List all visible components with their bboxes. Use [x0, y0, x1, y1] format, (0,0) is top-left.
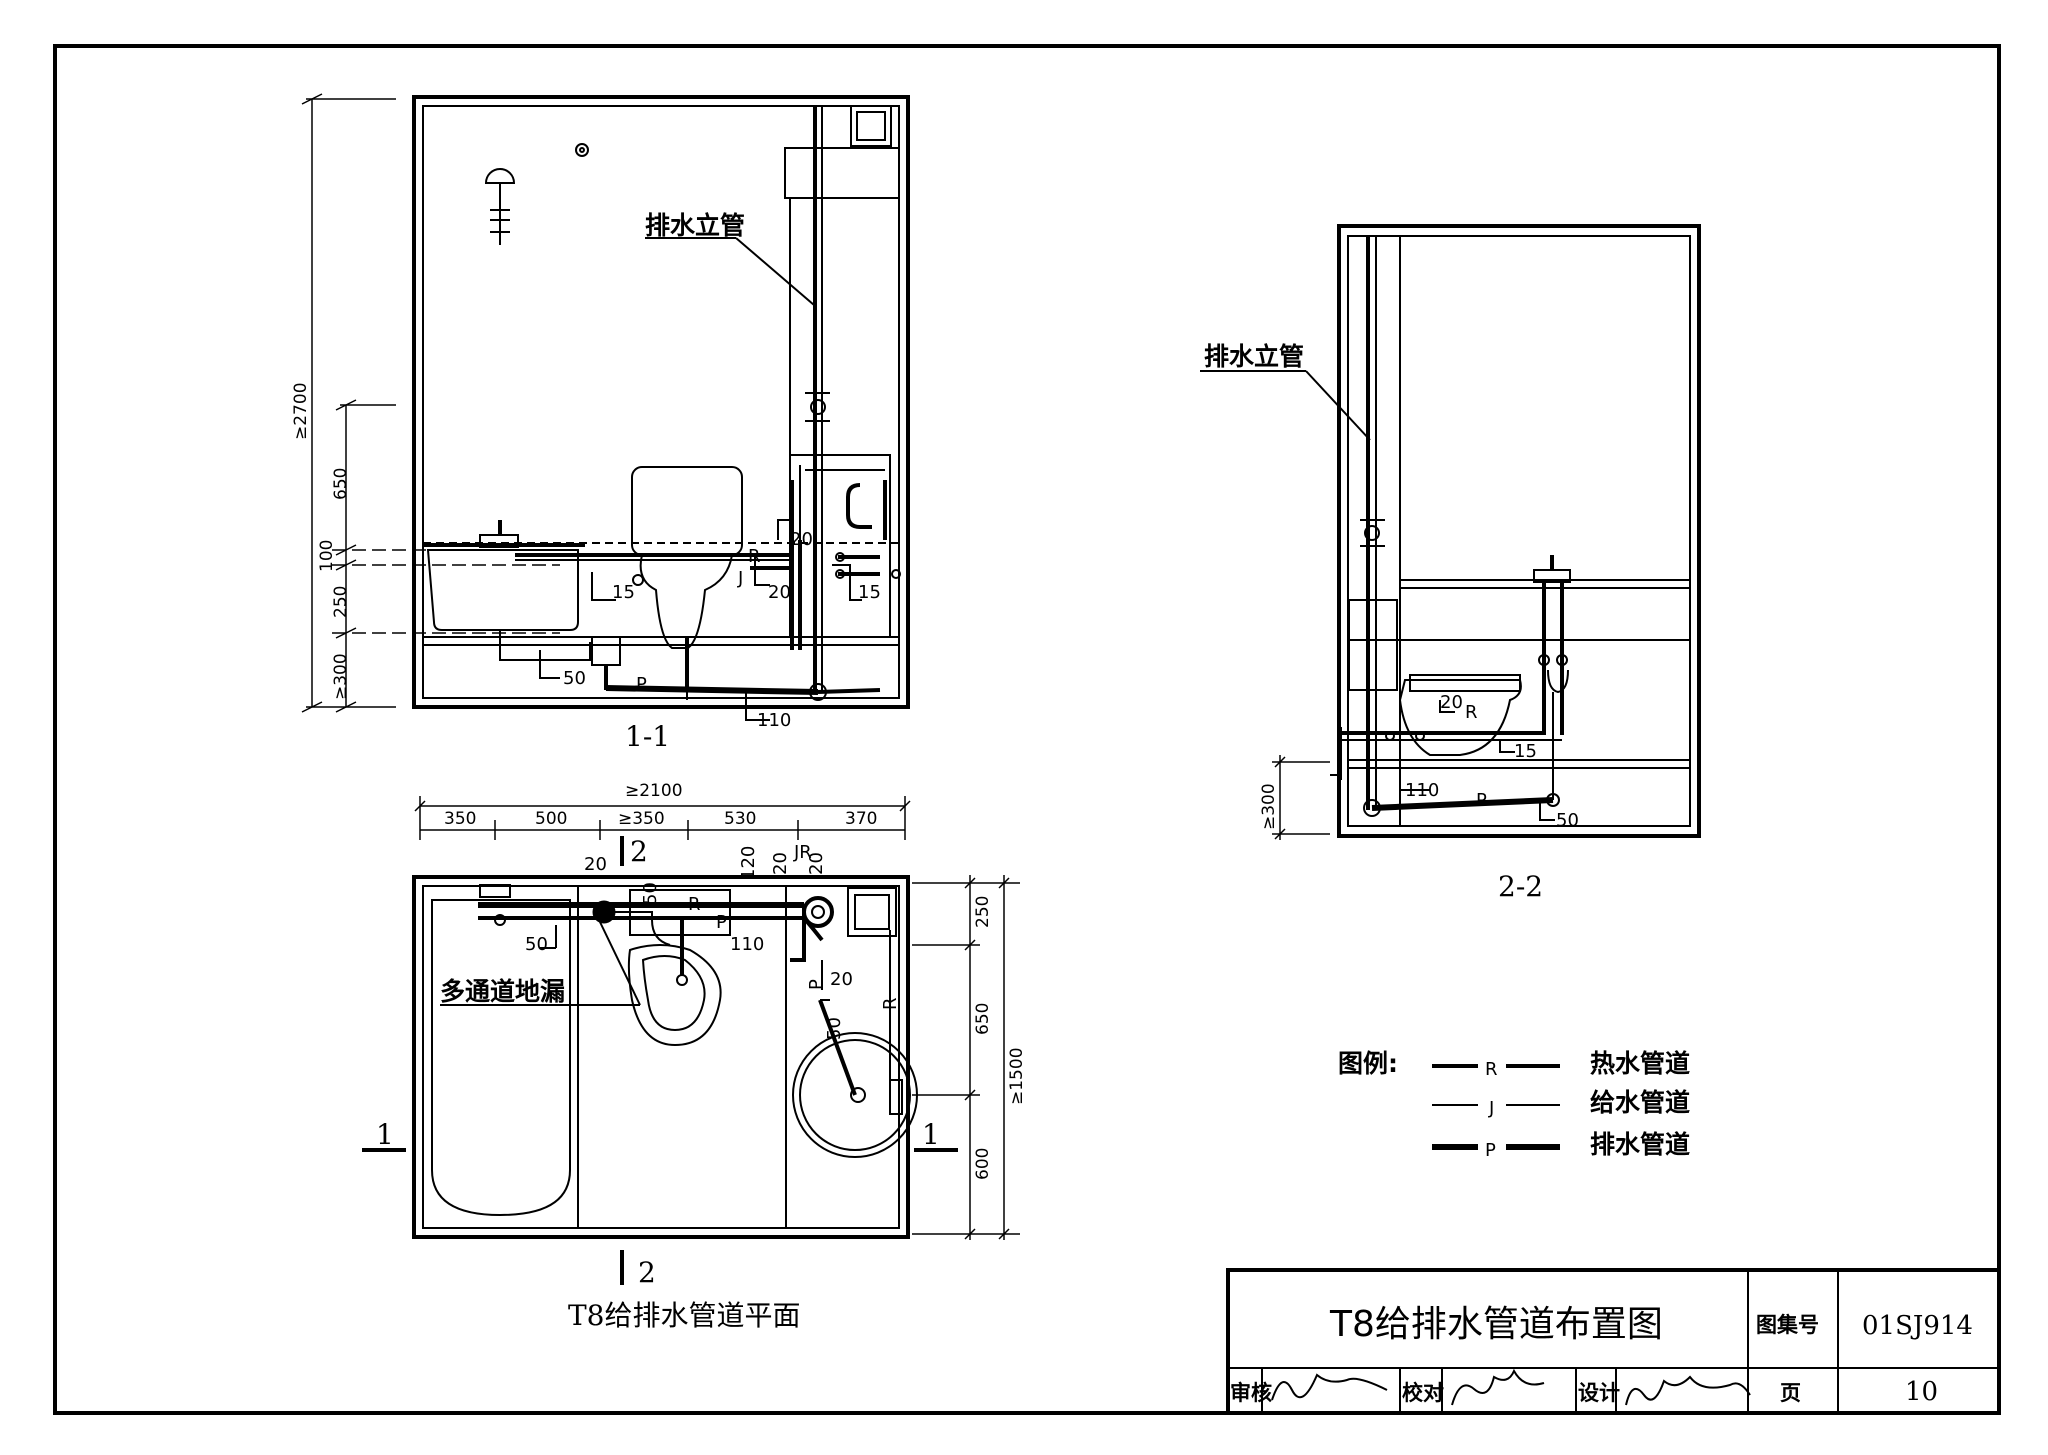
svg-text:20: 20 — [770, 852, 791, 875]
drawing-title: T8给排水管道布置图 — [1329, 1304, 1663, 1345]
cut-marker-2-bottom: 2 — [638, 1256, 656, 1289]
signature-check — [1451, 1368, 1545, 1406]
svg-text:250: 250 — [973, 896, 993, 928]
dims-2-2: ≥300 20 R 15 110 P 50 — [1259, 692, 1579, 831]
legend-label-cold: 给水管道 — [1590, 1088, 1690, 1117]
cut-marker-1-right: 1 — [922, 1118, 940, 1151]
legend-code-j: J — [1488, 1098, 1494, 1119]
design-label: 设计 — [1578, 1381, 1620, 1405]
section-2-2-caption: 2-2 — [1498, 870, 1543, 903]
svg-text:50: 50 — [1556, 810, 1579, 831]
page-label: 页 — [1780, 1381, 1801, 1405]
drain-riser-label-2: 排水立管 — [1204, 342, 1304, 371]
sheet-border — [53, 44, 2001, 1415]
svg-text:110: 110 — [757, 710, 791, 731]
legend-code-r: R — [1485, 1059, 1498, 1080]
signature-review — [1271, 1373, 1388, 1401]
drain-riser-label-1: 排水立管 — [645, 211, 745, 240]
page-number: 10 — [1905, 1377, 1938, 1407]
section-1-1-caption: 1-1 — [625, 720, 670, 753]
svg-text:20: 20 — [1440, 692, 1463, 713]
svg-text:P: P — [636, 674, 647, 695]
svg-text:≥2700: ≥2700 — [291, 382, 311, 440]
svg-text:20: 20 — [790, 529, 813, 550]
svg-text:650: 650 — [973, 1003, 993, 1035]
legend: 图例: R 热水管道 J 给水管道 P 排水管道 — [1338, 1049, 1690, 1161]
svg-text:R: R — [748, 546, 761, 567]
svg-text:650: 650 — [331, 468, 351, 500]
svg-text:100: 100 — [317, 540, 337, 572]
svg-text:JR: JR — [793, 842, 812, 863]
svg-text:P: P — [806, 979, 827, 990]
svg-text:50: 50 — [563, 668, 586, 689]
review-label: 审核 — [1230, 1381, 1272, 1405]
svg-text:≥350: ≥350 — [618, 809, 665, 829]
svg-text:250: 250 — [331, 586, 351, 618]
svg-text:≥300: ≥300 — [331, 653, 351, 700]
svg-text:P: P — [716, 912, 727, 933]
svg-text:600: 600 — [973, 1148, 993, 1180]
cut-marker-1-left: 1 — [376, 1118, 394, 1151]
svg-text:20: 20 — [806, 852, 827, 875]
svg-text:R: R — [1465, 702, 1478, 723]
svg-text:350: 350 — [444, 809, 476, 829]
legend-title: 图例: — [1338, 1049, 1398, 1078]
plan-title: T8给排水管道平面 — [568, 1299, 801, 1332]
svg-text:20: 20 — [584, 854, 607, 875]
svg-text:50: 50 — [824, 1017, 845, 1040]
svg-text:≥2100: ≥2100 — [625, 781, 683, 801]
svg-text:15: 15 — [1514, 741, 1537, 762]
svg-text:120: 120 — [738, 846, 759, 880]
multi-drain-label: 多通道地漏 — [440, 977, 565, 1006]
plan-view — [362, 796, 1020, 1285]
check-label: 校对 — [1402, 1381, 1444, 1405]
svg-text:530: 530 — [724, 809, 756, 829]
svg-text:500: 500 — [535, 809, 567, 829]
legend-label-drain: 排水管道 — [1590, 1130, 1690, 1159]
legend-label-hot: 热水管道 — [1590, 1049, 1690, 1078]
atlas-number: 01SJ914 — [1862, 1311, 1973, 1341]
svg-text:15: 15 — [612, 582, 635, 603]
svg-text:110: 110 — [1405, 780, 1439, 801]
svg-text:≥300: ≥300 — [1259, 783, 1279, 830]
svg-text:20: 20 — [768, 582, 791, 603]
atlas-label: 图集号 — [1756, 1313, 1819, 1337]
cut-marker-2-top: 2 — [630, 835, 648, 868]
svg-text:370: 370 — [845, 809, 877, 829]
title-block — [1226, 1268, 2001, 1415]
svg-text:P: P — [1476, 790, 1487, 811]
section-2-2 — [1200, 224, 1701, 840]
svg-text:50: 50 — [640, 882, 661, 905]
dims-1-1: ≥2700 650 100 250 ≥300 50 15 15 20 20 11… — [291, 382, 881, 731]
svg-text:20: 20 — [830, 969, 853, 990]
svg-text:15: 15 — [858, 582, 881, 603]
svg-text:J: J — [737, 568, 743, 589]
signature-design — [1625, 1375, 1751, 1406]
svg-text:110: 110 — [730, 934, 764, 955]
dims-plan: ≥2100 350 500 ≥350 530 370 250 650 ≥1500… — [444, 781, 1027, 1180]
svg-text:R: R — [688, 894, 701, 915]
svg-text:≥1500: ≥1500 — [1007, 1047, 1027, 1105]
section-1-1 — [301, 93, 910, 721]
svg-text:50: 50 — [525, 934, 548, 955]
legend-code-p: P — [1485, 1140, 1496, 1161]
svg-text:R: R — [880, 997, 901, 1010]
